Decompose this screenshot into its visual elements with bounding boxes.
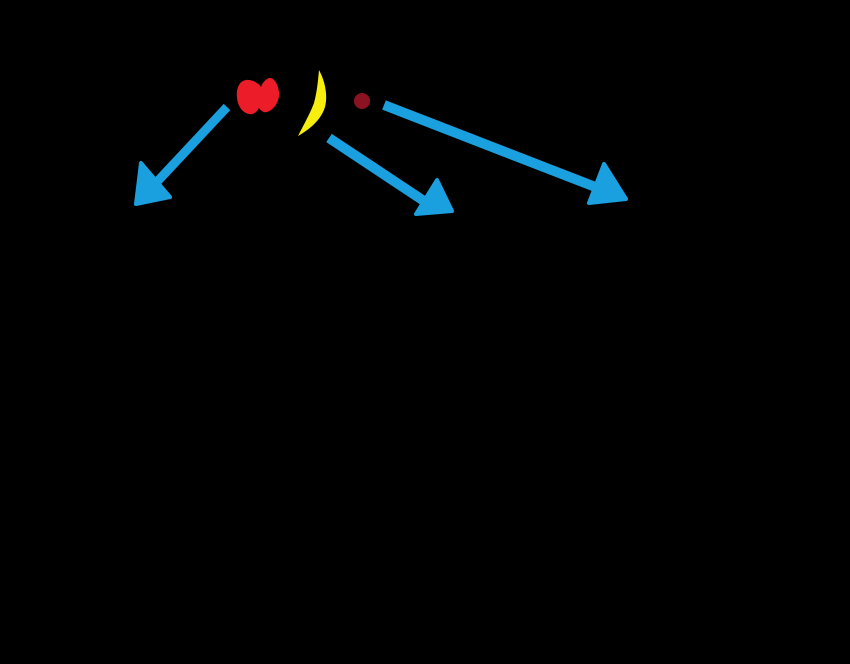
- arrow-2-line: [326, 133, 430, 208]
- arrow-3-line: [382, 100, 600, 193]
- banana-icon: [298, 70, 327, 136]
- berry-dot-icon: [354, 93, 370, 109]
- arrow-3-head: [587, 162, 628, 205]
- arrow-1-head: [134, 161, 172, 206]
- arrow-2-head: [414, 178, 454, 216]
- arrow-1-line: [151, 103, 231, 188]
- apple-icon: [236, 77, 280, 115]
